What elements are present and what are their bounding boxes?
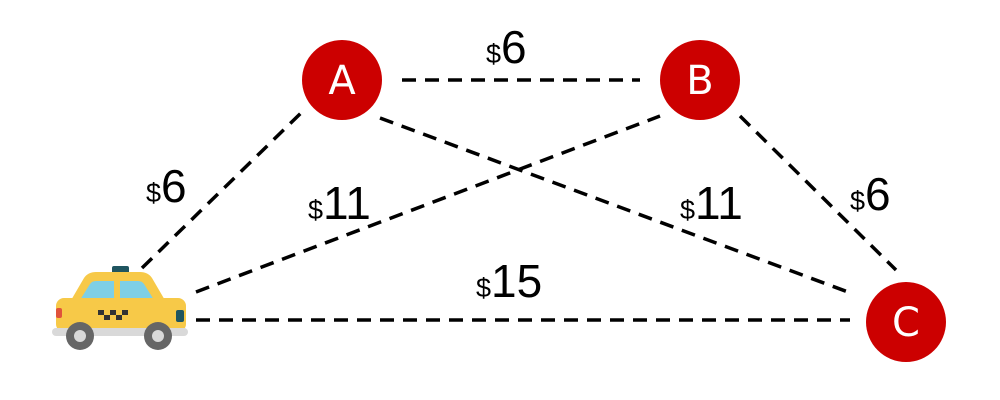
taxi-taillight bbox=[56, 308, 62, 318]
edge-taxi-a bbox=[140, 110, 304, 270]
taxi-icon bbox=[52, 266, 188, 350]
node-a-label: A bbox=[328, 58, 356, 104]
edge-label-a-c: $11 bbox=[680, 177, 743, 229]
edge-taxi-b bbox=[195, 114, 661, 294]
taxi-checker bbox=[98, 310, 104, 315]
taxi-checker bbox=[122, 310, 128, 315]
node-c-circle bbox=[866, 282, 946, 362]
edge-label-taxi-b: $11 bbox=[308, 177, 371, 229]
edge-b-c bbox=[738, 114, 898, 272]
taxi-window-rear bbox=[120, 281, 154, 300]
edge-a-c bbox=[379, 116, 849, 294]
edge-label-a-b: $6 bbox=[486, 21, 527, 73]
node-a: A bbox=[302, 40, 382, 120]
taxi-hubcap bbox=[152, 330, 164, 342]
taxi-window-front bbox=[80, 281, 114, 300]
edge-label-taxi-c: $15 bbox=[476, 255, 542, 307]
node-c: C bbox=[866, 282, 946, 362]
node-b-circle bbox=[660, 40, 740, 120]
taxi-checker bbox=[104, 315, 110, 320]
node-c-label: C bbox=[892, 300, 920, 346]
taxi-headlight bbox=[176, 310, 184, 322]
taxi-hubcap bbox=[74, 330, 86, 342]
edge-label-b-c: $6 bbox=[850, 168, 891, 220]
taxi-checker bbox=[116, 315, 122, 320]
node-b: B bbox=[660, 40, 740, 120]
node-a-circle bbox=[302, 40, 382, 120]
taxi-checker bbox=[110, 310, 116, 315]
node-b-label: B bbox=[686, 58, 713, 104]
edge-label-taxi-a: $6 bbox=[146, 160, 187, 212]
